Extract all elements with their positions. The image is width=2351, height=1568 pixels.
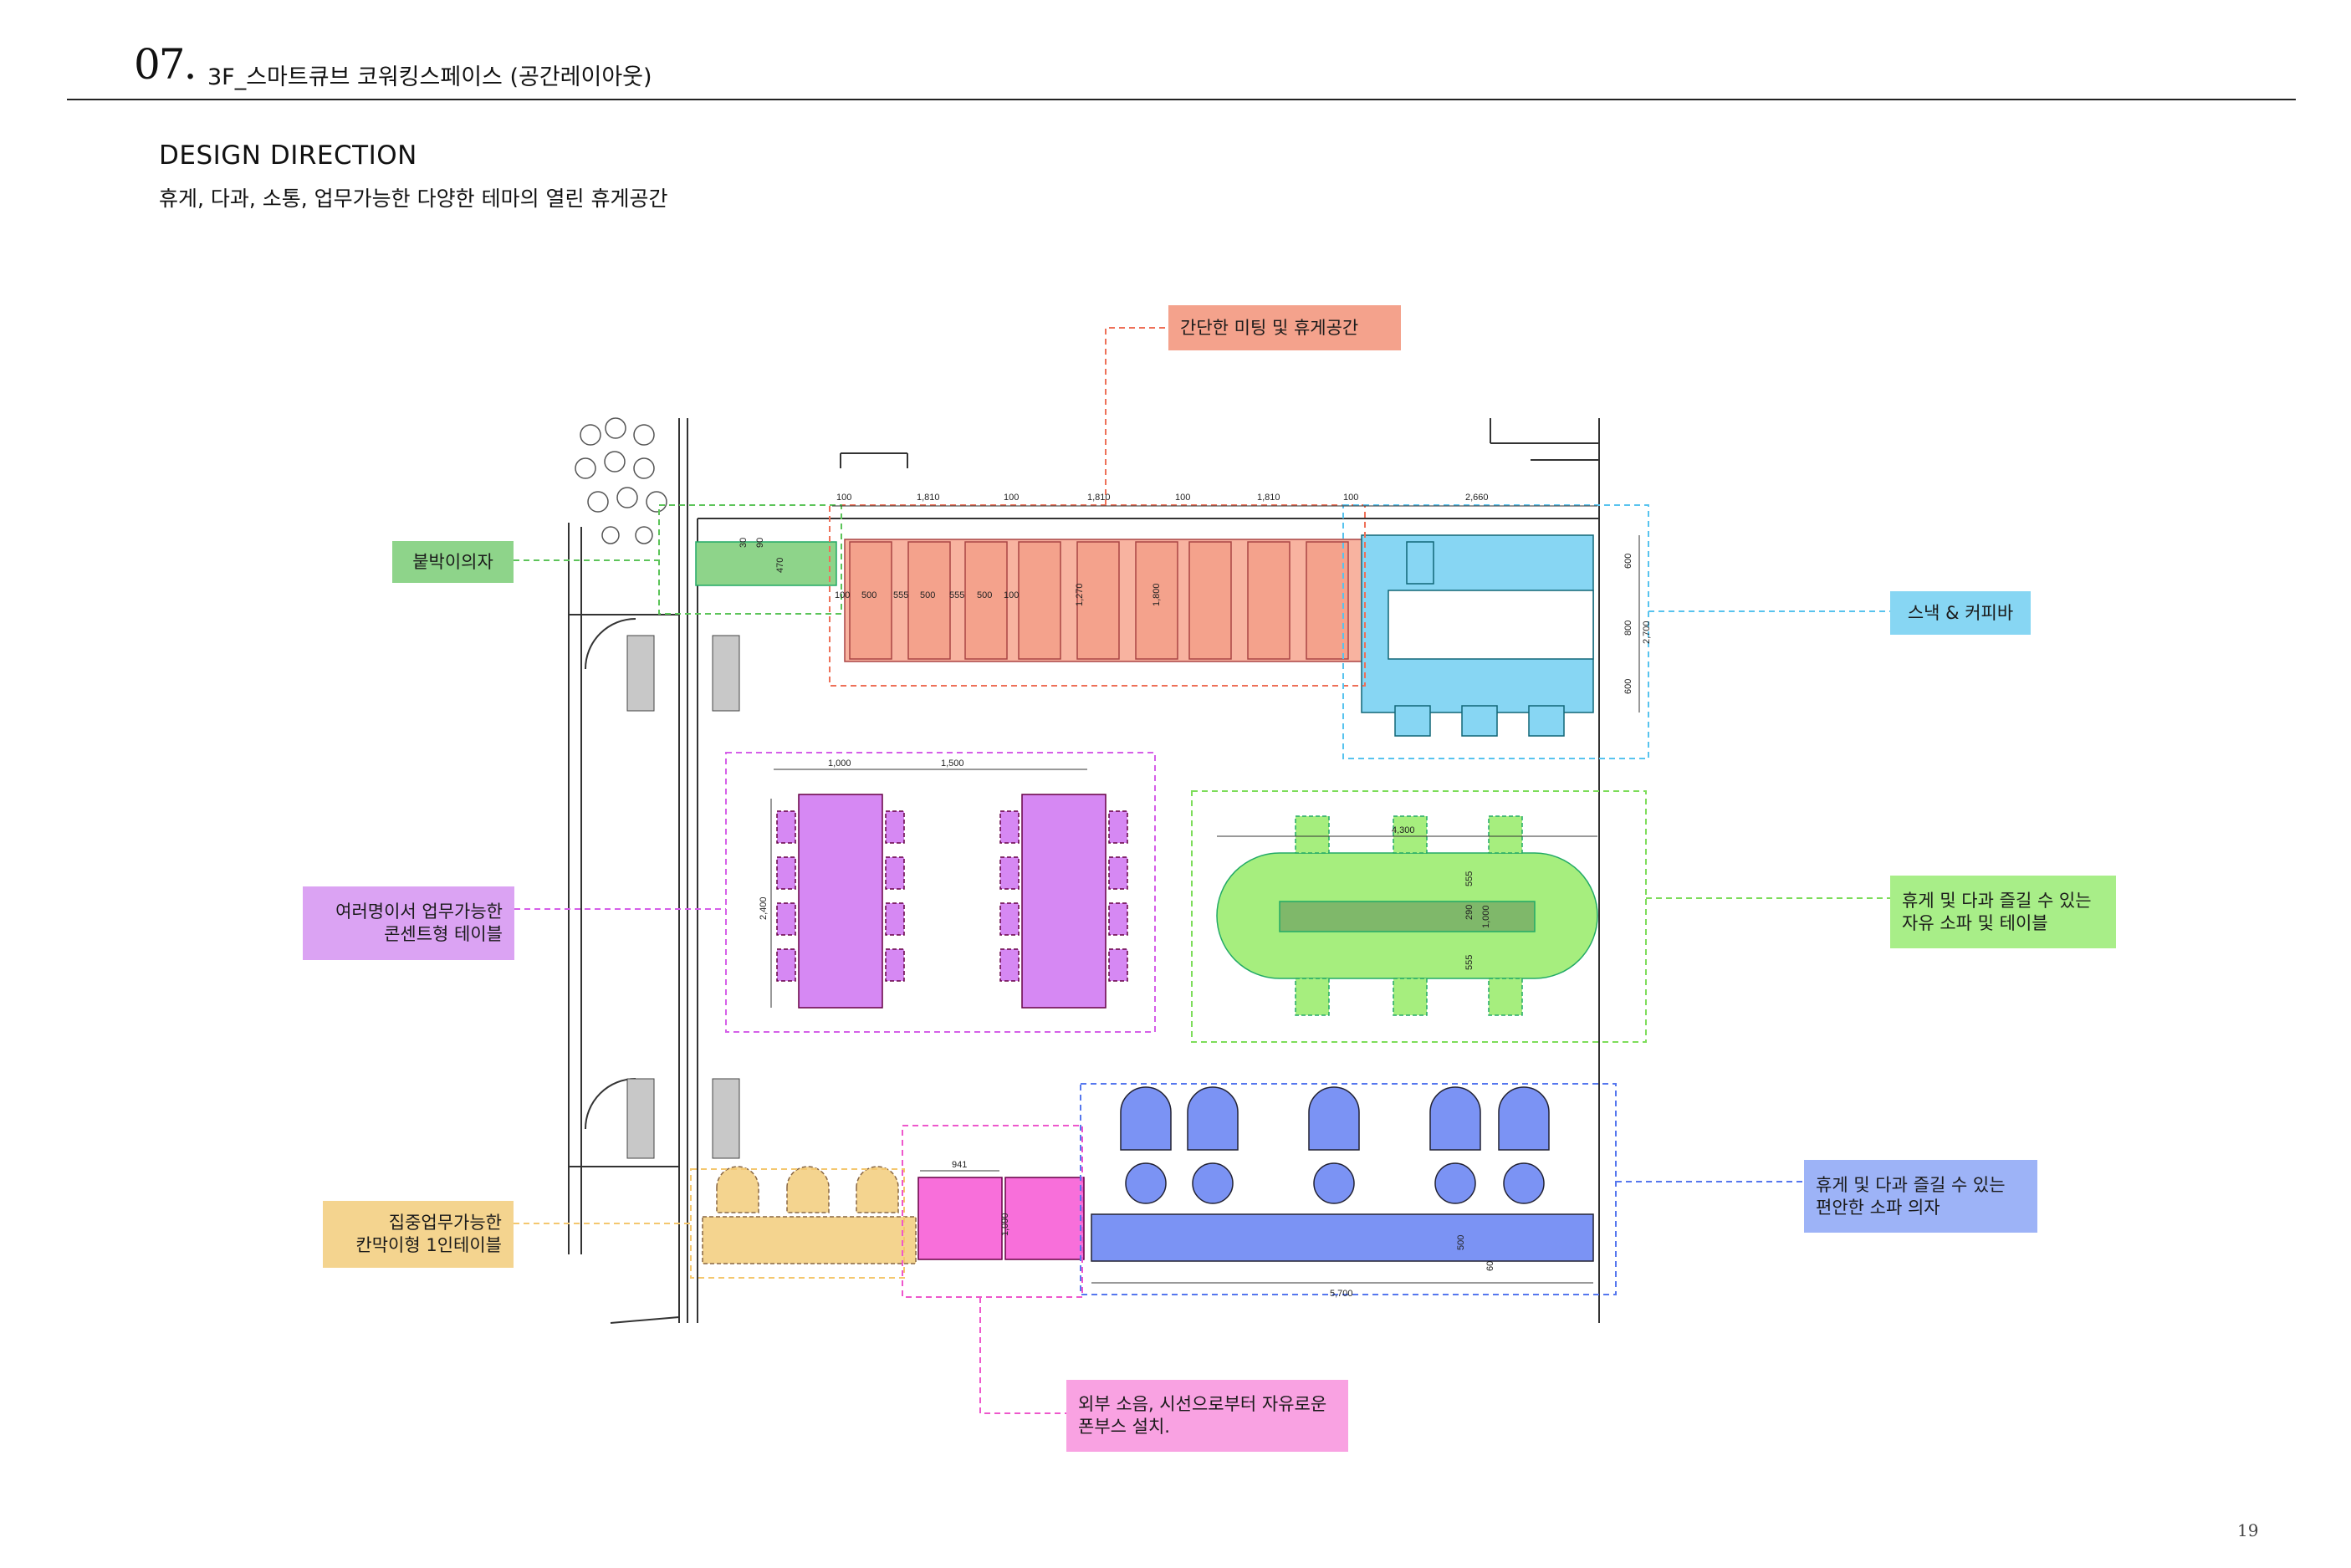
bar-zone-outline [1342,504,1649,759]
label-bench: 붙박이의자 [392,541,514,583]
walls [568,418,1600,1324]
label-sofa: 휴게 및 다과 즐길 수 있는 편안한 소파 의자 [1804,1160,2037,1233]
dim-top-6: 1,810 [1257,493,1280,503]
dim-sofa-h-2: 60 [1485,1261,1495,1271]
phone-booths [917,1177,1085,1260]
dim-meet-sub-6: 500 [977,590,992,600]
label-booth-line2: 폰부스 설치. [1078,1417,1170,1437]
label-focus: 집중업무가능한 칸막이형 1인테이블 [323,1201,514,1268]
dim-top-5: 100 [1175,493,1190,503]
meeting-zone-outline [829,504,1366,687]
dim-lounge-3: 1,000 [1481,905,1491,928]
dim-sofa-h-1: 500 [1456,1235,1466,1250]
label-focus-line1: 집중업무가능한 [388,1213,502,1233]
meeting-zone [844,539,1364,662]
dim-top-3: 100 [1004,493,1019,503]
dim-top-4: 1,810 [1087,493,1111,503]
dim-meet-sub-2: 500 [861,590,877,600]
dim-lounge-4: 555 [1464,955,1474,970]
dim-conc-2: 1,500 [941,758,964,769]
dim-booth-h: 1,090 [1000,1213,1010,1236]
label-booth: 외부 소음, 시선으로부터 자유로운 폰부스 설치. [1066,1380,1348,1452]
dim-conc-side: 2,400 [759,896,769,920]
label-bench-line1: 붙박이의자 [412,551,493,572]
booth-zone-outline [902,1125,1083,1298]
dim-meet-h-1: 1,270 [1075,583,1085,606]
dim-booth-w: 941 [952,1160,967,1170]
concentric-tables [776,794,1128,1009]
label-snack: 스낵 & 커피바 [1890,591,2031,635]
label-lounge-line2: 자유 소파 및 테이블 [1902,912,2048,933]
label-concentric: 여러명이서 업무가능한 콘센트형 테이블 [303,886,514,960]
label-meeting-line1: 간단한 미팅 및 휴게공간 [1180,317,1359,338]
booth-leader [979,1297,1066,1414]
dim-meet-sub-5: 555 [949,590,964,600]
design-direction-subtitle: 휴게, 다과, 소통, 업무가능한 다양한 테마의 열린 휴게공간 [159,186,668,211]
floor-grilles [626,635,740,1159]
label-sofa-line1: 휴게 및 다과 즐길 수 있는 [1816,1174,2006,1195]
meeting-leader [1105,327,1168,505]
design-direction-title: DESIGN DIRECTION [159,140,417,171]
dim-top-8: 2,660 [1465,493,1489,503]
label-booth-line1: 외부 소음, 시선으로부터 자유로운 [1078,1394,1327,1414]
label-meeting: 간단한 미팅 및 휴게공간 [1168,305,1401,350]
label-focus-line2: 칸막이형 1인테이블 [355,1235,502,1255]
lounge-zone-outline [1191,790,1647,1043]
dim-meet-sub-7: 100 [1004,590,1019,600]
dim-top-2: 1,810 [917,493,940,503]
dim-meet-sub-1: 100 [835,590,850,600]
label-lounge: 휴게 및 다과 즐길 수 있는 자유 소파 및 테이블 [1890,876,2116,948]
concentric-zone-outline [725,752,1156,1033]
dim-conc-1: 1,000 [828,758,851,769]
focus-desks [702,1166,917,1264]
dim-bench-2: 90 [755,538,765,548]
label-concentric-line1: 여러명이서 업무가능한 [335,901,503,922]
coffee-bar [1361,534,1594,737]
lounge-table [1216,815,1598,1016]
built-in-bench [695,541,837,586]
dim-lounge-2: 290 [1464,905,1474,920]
page-title: 3F_스마트큐브 코워킹스페이스 (공간레이아웃) [207,64,652,90]
dim-top-1: 100 [836,493,851,503]
dim-bar-2: 800 [1623,621,1633,636]
dim-lounge-top: 4,300 [1392,825,1415,835]
dim-lounge-1: 555 [1464,871,1474,886]
dim-meet-h-2: 1,800 [1152,583,1162,606]
lounge-sofa [1091,1086,1594,1262]
dim-bar-total: 2,700 [1642,621,1652,644]
dim-meet-sub-3: 555 [893,590,908,600]
concentric-chairs [776,810,1128,982]
dim-top-7: 100 [1343,493,1358,503]
dim-meet-sub-4: 500 [920,590,935,600]
header-divider [67,99,2296,100]
dim-bar-3: 600 [1623,679,1633,694]
dim-bench-1: 30 [739,538,749,548]
dim-bench-3: 470 [775,558,785,573]
planter-vegetation [575,417,667,544]
label-lounge-line1: 휴게 및 다과 즐길 수 있는 [1902,890,2092,911]
label-snack-line1: 스낵 & 커피바 [1907,602,2014,623]
label-sofa-line2: 편안한 소파 의자 [1816,1197,1940,1218]
sofa-zone-outline [1080,1083,1617,1295]
dimension-labels: 100 1,810 100 1,810 100 1,810 100 2,660 … [739,493,1652,1299]
label-concentric-line2: 콘센트형 테이블 [384,924,503,944]
dim-sofa-w: 5,700 [1330,1289,1353,1299]
section-number: 07. [134,40,197,89]
dim-bar-1: 600 [1623,554,1633,569]
page-number: 19 [2237,1520,2259,1540]
